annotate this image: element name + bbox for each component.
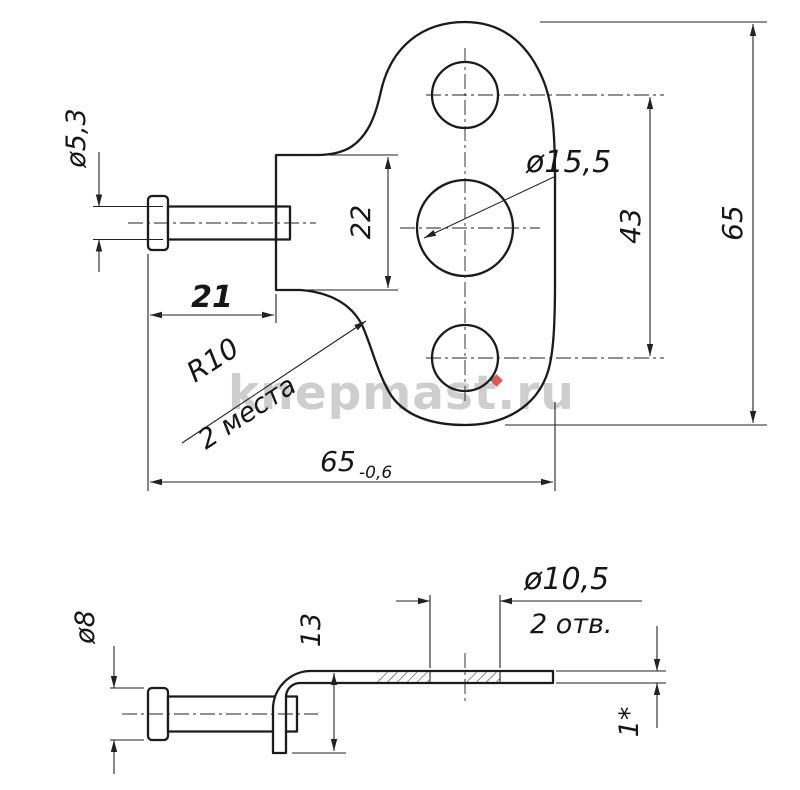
overall-width-label: 65	[320, 445, 356, 478]
hole-edge-lines	[429, 671, 501, 683]
extension-lines	[292, 670, 346, 754]
dim-center-hole-diameter: ø15,5	[423, 145, 611, 239]
extension-lines	[556, 670, 666, 684]
dim-hole-diameter: ø10,5 2 отв.	[396, 562, 642, 668]
leader-line	[423, 175, 557, 239]
overall-width-tolerance-label: -0,6	[359, 463, 392, 483]
dim-pin-length: 21	[147, 254, 277, 491]
dim-overall-width: 65 -0,6	[150, 402, 556, 491]
dim-pin-head-diameter: ø8	[70, 610, 144, 774]
plate-thickness-label: 1*	[614, 707, 645, 738]
extension-centerlines	[426, 94, 664, 359]
dim-plate-thickness: 1*	[556, 626, 666, 737]
top-view: knepmast.ru ø5,3 22	[61, 20, 767, 491]
watermark-marker-icon	[490, 374, 503, 387]
hole-spacing-label: 43	[614, 208, 647, 244]
hole-diameter-label: ø10,5	[523, 562, 609, 597]
extension-lines	[429, 595, 501, 668]
dim-pin-shaft-diameter: ø5,3	[61, 108, 163, 272]
dim-overall-height: 65	[505, 21, 767, 426]
center-hole-diameter-label: ø15,5	[525, 145, 611, 180]
section-hatch-left	[377, 672, 429, 683]
leg-height-label: 13	[296, 613, 327, 647]
bracket-profile	[271, 669, 555, 755]
part-outline	[274, 20, 557, 427]
tab-height-label: 22	[346, 205, 377, 239]
extension-lines	[300, 154, 398, 291]
dim-hole-spacing: 43	[426, 94, 664, 359]
dim-tab-height: 22	[300, 154, 398, 291]
pin-head-diameter-label: ø8	[70, 610, 101, 645]
leader-line	[181, 320, 367, 444]
dim-leg-height: 13	[292, 613, 346, 754]
hole-count-label: 2 отв.	[530, 609, 613, 640]
part-plate-fill	[276, 22, 555, 425]
pin-length-label: 21	[191, 280, 233, 315]
pin-shaft-diameter-label: ø5,3	[61, 108, 92, 168]
section-hatch-right	[467, 672, 500, 683]
extension-lines	[147, 254, 277, 491]
extension-lines	[93, 205, 163, 241]
extension-lines	[505, 21, 767, 426]
side-view: ø8 13 ø10,5 2 отв. 1*	[70, 562, 666, 774]
overall-height-label: 65	[716, 205, 749, 241]
